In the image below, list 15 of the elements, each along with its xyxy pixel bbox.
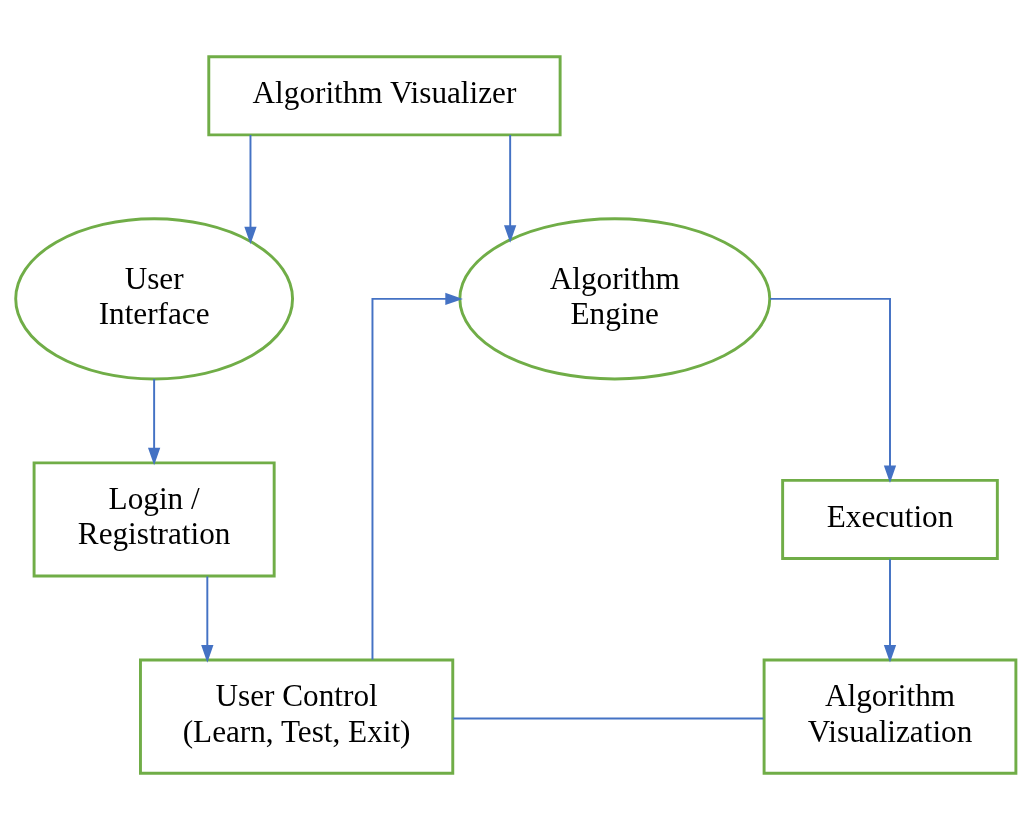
arrow <box>883 557 897 662</box>
node-ellipse: User Interface <box>14 216 295 380</box>
node-box: Login / Registration <box>32 460 276 577</box>
arrow <box>147 377 161 465</box>
arrow <box>201 575 214 663</box>
arrow <box>769 297 897 483</box>
arrow <box>244 133 257 244</box>
connector <box>452 717 765 719</box>
node-box: Execution <box>781 478 999 560</box>
arrow <box>371 292 463 660</box>
node-box: User Control (Learn, Test, Exit) <box>139 658 455 775</box>
node-ellipse: Algorithm Engine <box>458 216 772 380</box>
arrow <box>504 133 517 243</box>
node-box: Algorithm Visualization <box>762 658 1018 775</box>
node-box: Algorithm Visualizer <box>207 54 562 136</box>
